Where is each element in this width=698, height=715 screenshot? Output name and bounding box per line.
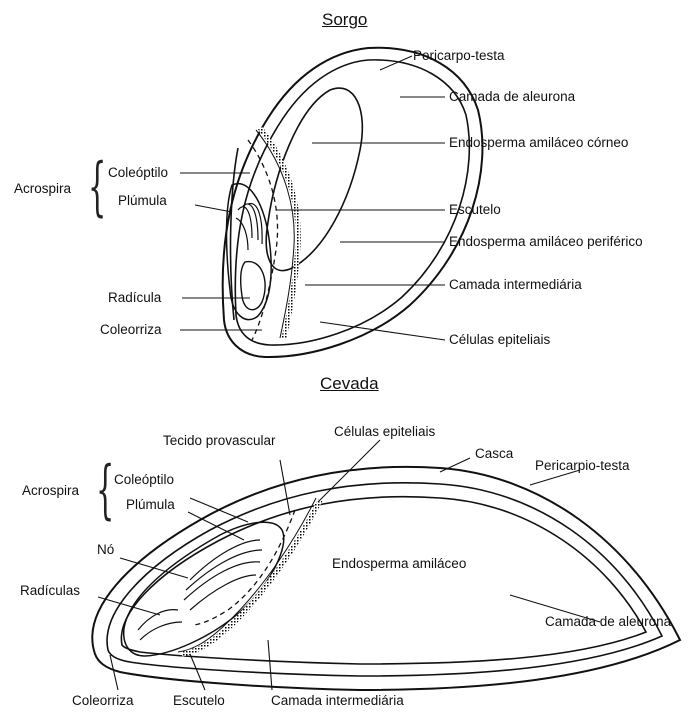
sorghum-epithelial-band [260,128,298,338]
barley-label-acrospire: Acrospira [22,483,79,499]
barley-label-starchy-endosperm: Endosperma amiláceo [332,556,466,572]
sorghum-label-intermediate-layer: Camada intermediária [449,277,582,293]
sorghum-scutellum-boundary [231,148,238,320]
sorghum-label-peripheral-endosperm: Endosperma amiláceo periférico [449,234,643,250]
sorghum-label-plumule: Plúmula [118,193,167,209]
barley-embryo [124,522,284,656]
sorghum-label-coleorhiza: Coleorriza [100,322,162,338]
barley-label-coleorhiza: Coleorriza [72,693,134,709]
barley-acrospire-brace: { [96,458,114,522]
sorghum-label-coleoptile: Coleóptilo [108,165,168,181]
barley-label-husk: Casca [475,446,513,462]
barley-label-scutellum: Escutelo [173,693,225,709]
barley-label-node: Nó [97,542,114,558]
barley-label-epithelial-cells: Células epiteliais [334,424,435,440]
barley-seed-drawing [92,467,680,690]
barley-label-coleoptile: Coleóptilo [114,472,174,488]
sorghum-label-corneous-endosperm: Endosperma amiláceo córneo [449,135,628,151]
sorghum-label-acrospire: Acrospira [14,181,71,197]
sorghum-label-epithelial-cells: Células epiteliais [449,332,550,348]
sorghum-acrospire-brace: { [88,155,106,219]
sorghum-label-pericarp: Pericarpo-testa [413,48,505,64]
barley-label-plumule: Plúmula [126,497,175,513]
sorghum-corneous-endosperm [266,88,362,271]
barley-label-pericarp: Pericarpio-testa [535,458,630,474]
sorghum-label-scutellum: Escutelo [449,202,501,218]
barley-label-intermediate-layer: Camada intermediária [271,693,404,709]
sorghum-seed-drawing [223,48,483,357]
sorghum-aleurone-outline [235,60,469,345]
sorghum-label-aleurone: Camada de aleurona [449,89,575,105]
barley-title: Cevada [320,374,379,394]
barley-husk-outline [92,467,680,690]
barley-label-provascular: Tecido provascular [163,433,276,449]
sorghum-title: Sorgo [322,10,367,30]
sorghum-label-radicle: Radícula [108,290,161,306]
sorghum-radicle [241,262,265,310]
barley-label-radicles: Radículas [20,583,80,599]
barley-label-aleurone: Camada de aleurona [545,614,671,630]
